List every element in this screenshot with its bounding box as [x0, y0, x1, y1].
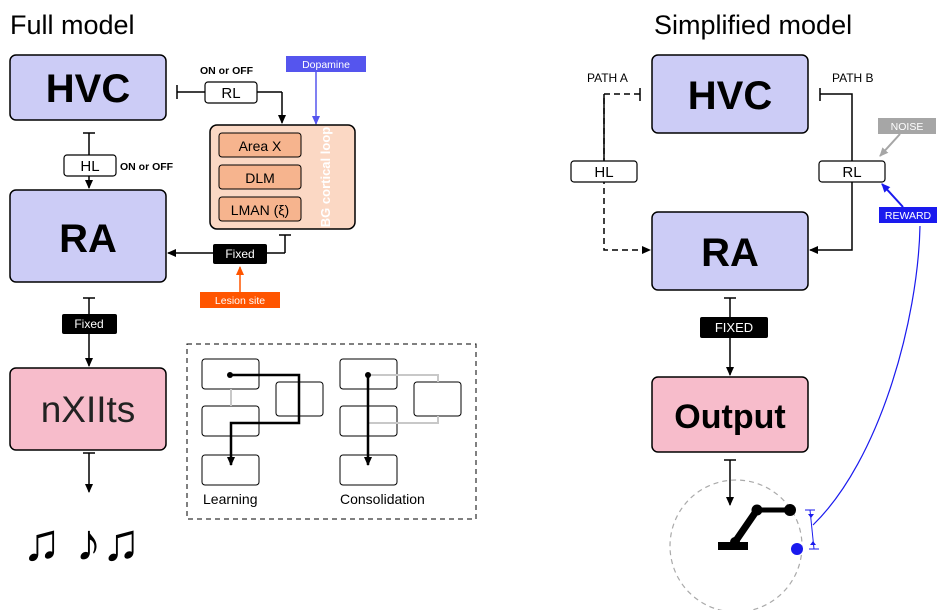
error-bracket [805, 509, 819, 550]
dlm-box [218, 164, 302, 190]
simple-ra-label: RA [701, 231, 759, 275]
reward-label: REWARD [885, 210, 932, 222]
rl-label: RL [221, 85, 240, 102]
simple-fixed-label: FIXED [715, 320, 753, 335]
lman-label: LMAN (ξ) [231, 202, 289, 218]
rl-on-off: ON or OFF [200, 65, 254, 77]
nxiits-node-label: nXIIts [41, 389, 136, 430]
bg-cortical-loop: Area X DLM LMAN (ξ) BG cortical loop [209, 124, 356, 230]
lman-box [218, 196, 302, 222]
simple-hvc-label: HVC [688, 74, 772, 118]
simple-rl-label: RL [842, 164, 861, 181]
fixed-output-pathway: Fixed [62, 297, 117, 367]
dopamine-label: Dopamine [302, 59, 350, 71]
simple-fixed-pathway: FIXED [700, 297, 768, 376]
hvc-node-label: HVC [46, 67, 130, 111]
hl-on-off: ON or OFF [120, 161, 174, 173]
music-notes-icon: ♫ ♪♫ [22, 514, 140, 572]
fixed-bg-pathway: Fixed [167, 234, 291, 264]
learning-label: Learning [203, 491, 258, 507]
consolidation-label: Consolidation [340, 491, 425, 507]
simple-hl-label: HL [594, 164, 613, 181]
simplified-model-title: Simplified model [654, 10, 852, 40]
target-point [791, 543, 803, 555]
hl-pathway: HL ON or OFF [63, 132, 174, 189]
path-b: PATH B RL [809, 71, 886, 254]
reward-input: REWARD [812, 183, 937, 526]
ra-node-label: RA [59, 217, 117, 261]
simple-output-label: Output [674, 398, 785, 436]
learning-consolidation-inset: Learning Consolidation [186, 343, 477, 520]
bg-loop-label: BG cortical loop [318, 127, 333, 227]
nxiits-node [9, 367, 167, 451]
song-output-arrow [83, 452, 95, 493]
fixed-bg-label: Fixed [225, 247, 254, 261]
hl-label: HL [80, 158, 99, 175]
simple-ra-node [651, 211, 809, 291]
rl-pathway: RL ON or OFF [176, 65, 286, 124]
simple-hvc-node [651, 54, 809, 134]
robot-arm-arrow [724, 459, 736, 506]
robot-arm-icon [718, 504, 796, 550]
noise-input: NOISE [878, 118, 936, 157]
noise-label: NOISE [891, 121, 924, 133]
area-x-label: Area X [239, 138, 282, 154]
consolidation-schematic: Consolidation [339, 358, 462, 507]
simple-output-node [651, 376, 809, 453]
path-a-label: PATH A [587, 71, 628, 85]
area-x-box [218, 132, 302, 158]
learning-schematic: Learning [201, 358, 324, 507]
ra-node [9, 189, 167, 283]
path-b-label: PATH B [832, 71, 874, 85]
path-a: PATH A HL [570, 71, 651, 254]
lesion-site: Lesion site [200, 266, 280, 308]
dopamine-input: Dopamine [286, 56, 366, 125]
fixed-output-label: Fixed [74, 317, 103, 331]
lesion-site-label: Lesion site [215, 295, 265, 307]
dlm-label: DLM [245, 170, 275, 186]
hvc-node [9, 54, 167, 121]
full-model-title: Full model [10, 10, 135, 40]
